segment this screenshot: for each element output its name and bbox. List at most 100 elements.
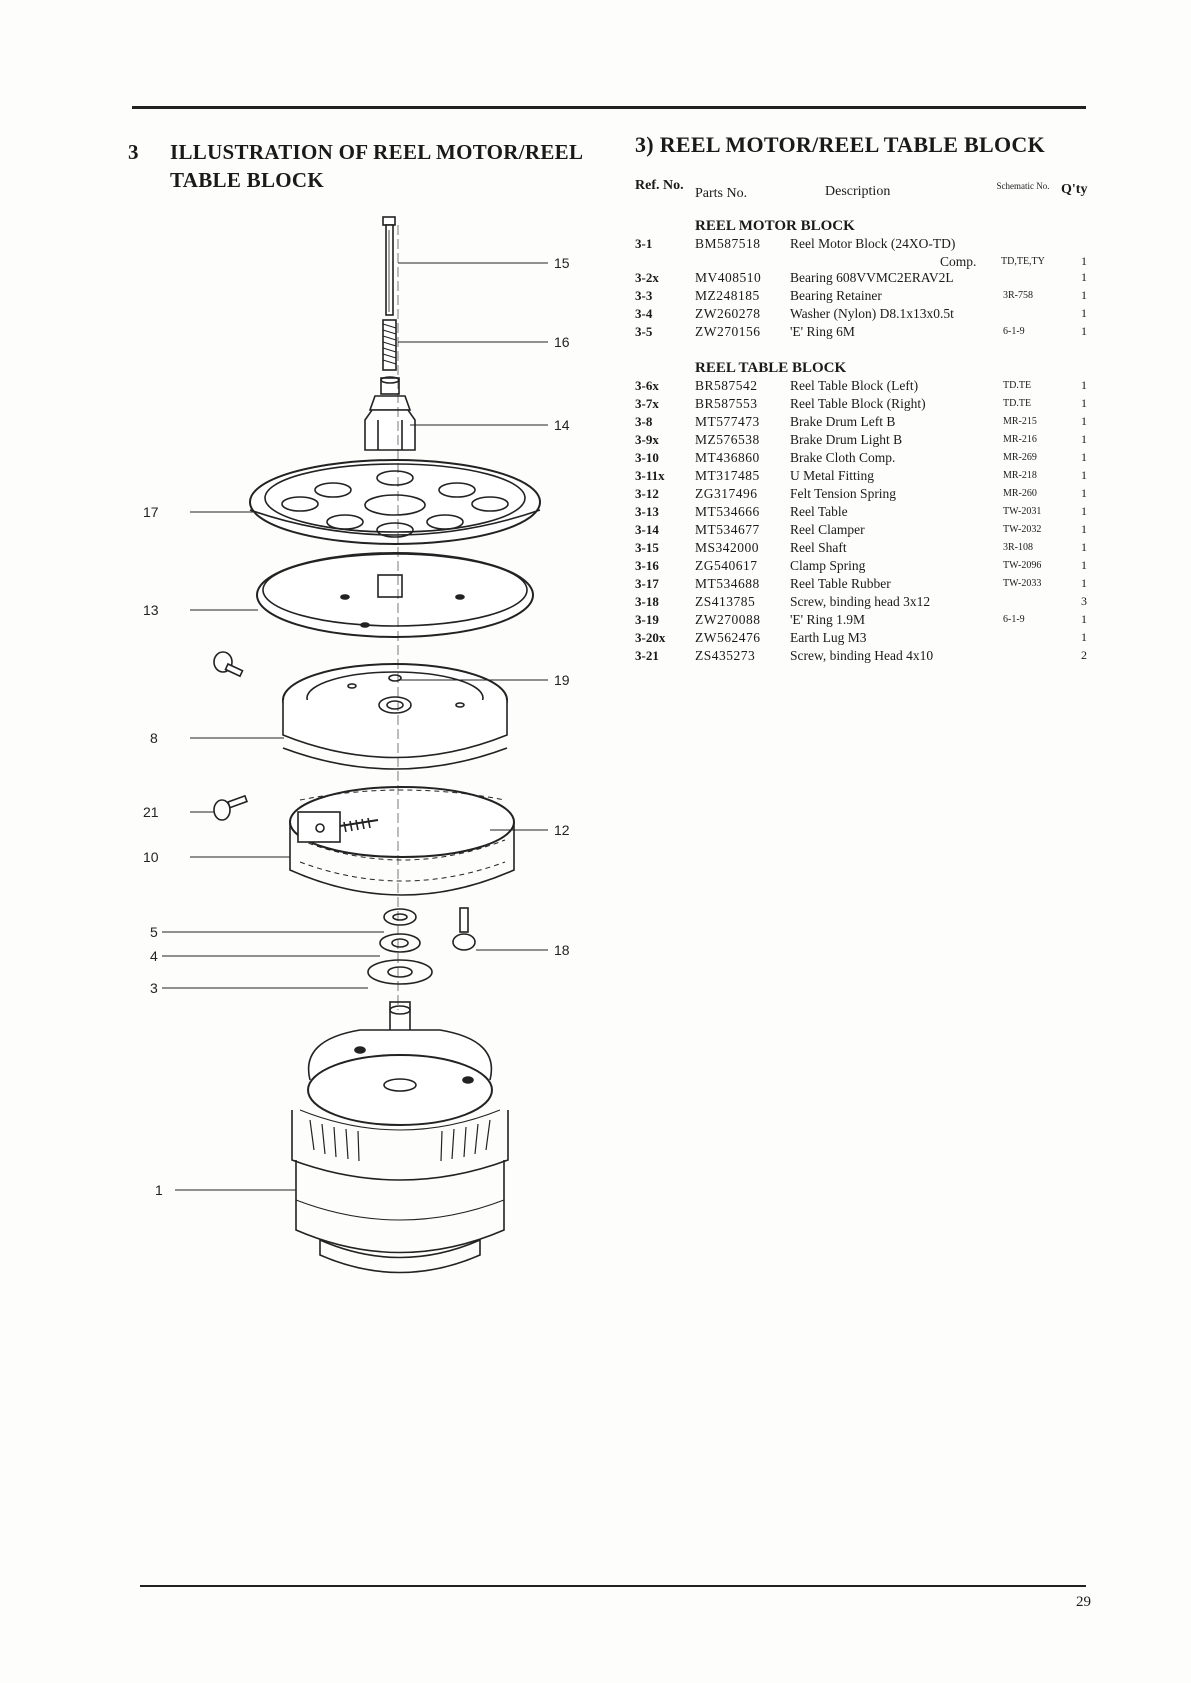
parts-list-heading: 3) REEL MOTOR/REEL TABLE BLOCK	[635, 132, 1045, 157]
table-row: 3-20x ZW562476 Earth Lug M3 1	[635, 630, 1090, 648]
exploded-view-diagram: 15 16 14 17 13 19 8 21 12 10 5 18 4 3 1	[143, 216, 570, 1274]
cell-ref-no: 3-9x	[635, 432, 659, 447]
callout-17: 17	[143, 504, 159, 520]
cell-description: Earth Lug M3	[790, 630, 867, 645]
cell-parts-no: MV408510	[695, 270, 762, 285]
cell-parts-no: ZW270156	[695, 324, 761, 339]
cell-ref-no: 3-1	[635, 236, 653, 251]
callout-15: 15	[554, 255, 570, 271]
header-description: Description	[825, 184, 891, 199]
callout-3: 3	[150, 980, 158, 996]
cell-description: 'E' Ring 1.9M	[790, 612, 865, 627]
callout-8: 8	[150, 730, 158, 746]
cell-schematic-no: MR-216	[1003, 434, 1037, 445]
cell-qty: 1	[1081, 540, 1087, 554]
cell-schematic-no: TW-2033	[1003, 578, 1042, 589]
cell-qty: 1	[1081, 576, 1087, 590]
cell-parts-no: MT436860	[695, 450, 760, 465]
cell-qty: 1	[1081, 612, 1087, 626]
illustration-heading: 3 ILLUSTRATION OF REEL MOTOR/REEL TABLE …	[128, 138, 608, 194]
cell-ref-no: 3-13	[635, 504, 659, 519]
cell-ref-no: 3-20x	[635, 630, 666, 645]
cell-schematic-no: MR-269	[1003, 452, 1037, 463]
cell-ref-no: 3-18	[635, 594, 659, 609]
cell-qty: 2	[1081, 648, 1087, 662]
cell-description: Reel Motor Block (24XO-TD)	[790, 236, 956, 251]
leader-lines	[162, 262, 548, 1191]
callout-5: 5	[150, 924, 158, 940]
cell-qty: 3	[1081, 594, 1087, 608]
cell-ref-no: 3-11x	[635, 468, 665, 483]
cell-description: Felt Tension Spring	[790, 486, 897, 501]
callout-19: 19	[554, 672, 570, 688]
reel-clamper-part	[364, 376, 416, 451]
cell-ref-no: 3-21	[635, 648, 659, 663]
page-number: 29	[1076, 1594, 1091, 1610]
callout-1: 1	[155, 1182, 163, 1198]
reel-shaft-part	[382, 216, 396, 316]
header-qty: Q'ty	[1061, 182, 1088, 197]
cell-qty: 1	[1081, 288, 1087, 302]
cell-description: U Metal Fitting	[790, 468, 874, 483]
cell-schematic-no: 3R-108	[1003, 542, 1033, 553]
cell-qty: 1	[1081, 468, 1087, 482]
cell-description: Brake Drum Light B	[790, 432, 903, 447]
cell-schematic-no: TD,TE,TY	[1001, 256, 1045, 267]
e-ring-part	[383, 908, 417, 926]
cell-ref-no: 3-15	[635, 540, 659, 555]
cell-qty: 1	[1081, 396, 1087, 410]
callout-labels: 15 16 14 17 13 19 8 21 12 10 5 18 4 3 1	[143, 255, 570, 1198]
header-ref-no: Ref. No.	[635, 178, 684, 193]
callout-18: 18	[554, 942, 570, 958]
cell-schematic-no: TD.TE	[1003, 380, 1032, 391]
reel-table-disc	[249, 459, 541, 545]
cell-parts-no: ZW260278	[695, 306, 761, 321]
cell-parts-no: ZW562476	[695, 630, 761, 645]
cell-schematic-no: 6-1-9	[1003, 326, 1025, 337]
cell-parts-no: BM587518	[695, 236, 761, 251]
cell-parts-no: MT577473	[695, 414, 760, 429]
callout-21: 21	[143, 804, 159, 820]
cell-description: Reel Table Block (Left)	[790, 378, 919, 393]
clamp-spring-part	[382, 319, 397, 371]
cell-parts-no: ZS435273	[695, 648, 756, 663]
brake-cloth-part	[289, 786, 515, 896]
section-gap	[635, 342, 1090, 356]
cell-schematic-no: TW-2032	[1003, 524, 1042, 535]
screw-upper-part	[213, 651, 244, 678]
table-body: REEL MOTOR BLOCK 3-1 BM587518 Reel Motor Bl…	[635, 218, 1090, 666]
washer-part	[379, 933, 421, 953]
cell-description: Reel Shaft	[790, 540, 847, 555]
cell-qty: 1	[1081, 558, 1087, 572]
reel-motor-part	[291, 1001, 509, 1274]
cell-parts-no: MZ576538	[695, 432, 760, 447]
cell-ref-no: 3-16	[635, 558, 659, 573]
cell-schematic-no: MR-260	[1003, 488, 1037, 499]
cell-qty: 1	[1081, 324, 1087, 338]
cell-qty: 1	[1081, 630, 1087, 644]
section-title: REEL MOTOR BLOCK	[695, 218, 855, 234]
cell-qty: 1	[1081, 254, 1087, 268]
cell-schematic-no: 6-1-9	[1003, 614, 1025, 625]
cell-ref-no: 3-7x	[635, 396, 659, 411]
cell-description: 'E' Ring 6M	[790, 324, 855, 339]
bearing-retainer-part	[367, 959, 433, 985]
top-rule	[132, 106, 1086, 109]
section-title: REEL TABLE BLOCK	[695, 360, 847, 376]
cell-description: Clamp Spring	[790, 558, 866, 573]
cell-schematic-no: MR-218	[1003, 470, 1037, 481]
cell-ref-no: 3-3	[635, 288, 653, 303]
cell-description: Reel Table Rubber	[790, 576, 891, 591]
cell-ref-no: 3-14	[635, 522, 659, 537]
callout-13: 13	[143, 602, 159, 618]
cell-parts-no: ZW270088	[695, 612, 761, 627]
